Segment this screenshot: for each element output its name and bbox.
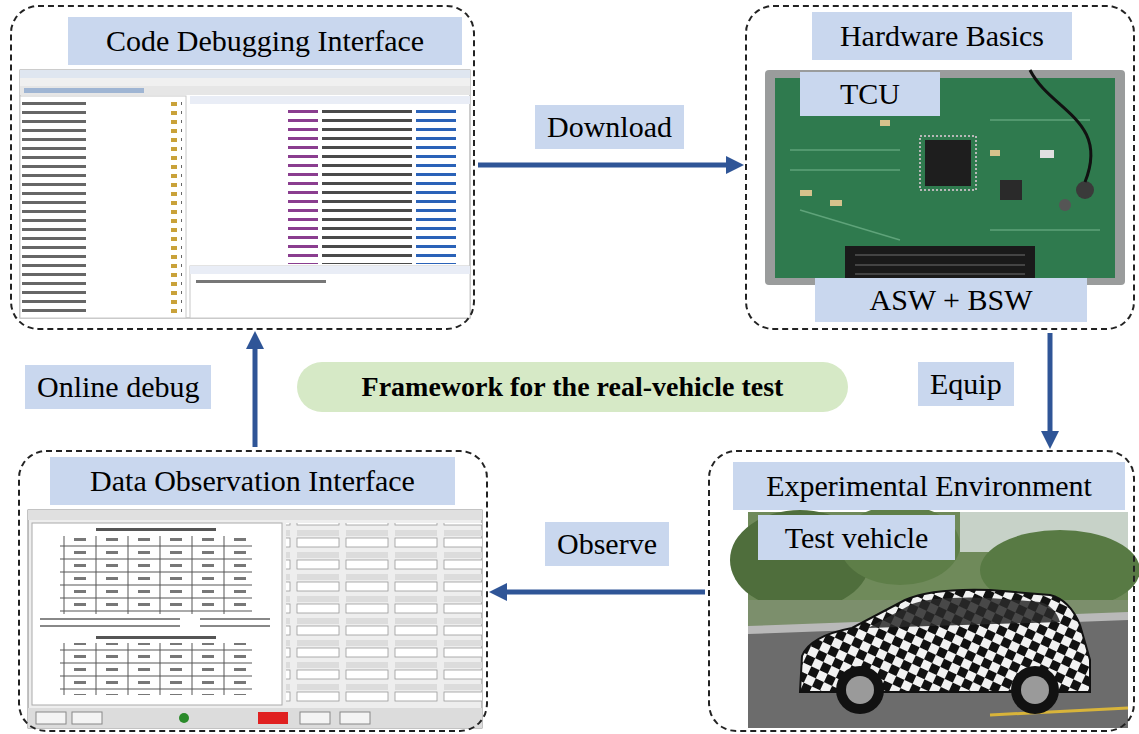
pcb-photo: [1030, 70, 1091, 182]
pcb-photo: [845, 246, 1035, 280]
ide-screenshot: [22, 100, 182, 314]
section-heading: Hardware Basics: [812, 12, 1072, 60]
stage-region: Code Debugging Interface: [10, 5, 475, 330]
flow-arrow: [503, 590, 705, 595]
monitor-screenshot: [60, 643, 252, 695]
pcb-photo: [800, 190, 812, 196]
label-text: Test vehicle: [785, 520, 929, 556]
stage-region: Data Observation Interface: [18, 450, 488, 732]
label-text: TCU: [840, 76, 900, 112]
ide-screenshot: [20, 78, 470, 86]
monitor-screenshot: [300, 712, 330, 724]
monitor-screenshot: [72, 712, 102, 724]
framework-title: Framework for the real-vehicle test: [362, 370, 784, 404]
ide-screenshot: [190, 96, 470, 104]
section-heading: Experimental Environment: [733, 462, 1125, 510]
vehicle-photo: [1021, 676, 1049, 704]
vehicle-photo: [730, 505, 1139, 728]
section-heading: Data Observation Interface: [50, 457, 455, 505]
ide-screenshot: [20, 70, 470, 78]
ide-screenshot: [24, 88, 144, 93]
title-pill: Framework for the real-vehicle test: [297, 362, 848, 412]
pcb-photo: [790, 120, 1100, 240]
pcb-photo: [830, 200, 842, 206]
pcb-photo: [920, 136, 976, 190]
monitor-screenshot: [32, 523, 282, 705]
arrow-label: Observe: [545, 522, 669, 566]
monitor-screenshot: [28, 708, 482, 728]
monitor-screenshot: [96, 528, 216, 531]
stage-region: Experimental EnvironmentTest vehicle: [708, 450, 1135, 732]
pcb-photo: [1040, 150, 1054, 158]
monitor-screenshot: [60, 536, 252, 614]
label-text: ASW + BSW: [869, 282, 1032, 318]
ide-screenshot: [20, 70, 470, 318]
flow-arrow: [1048, 333, 1053, 435]
flow-arrow: [478, 163, 730, 168]
ide-screenshot: [190, 266, 470, 274]
label-box: Test vehicle: [758, 515, 955, 560]
pcb-photo: [765, 70, 1125, 285]
monitor-screenshot: [96, 636, 216, 639]
pcb-photo: [1000, 180, 1022, 200]
pcb-photo: [925, 140, 971, 186]
pcb-photo: [765, 70, 1125, 285]
vehicle-photo: [846, 676, 874, 704]
monitor-screenshot: [258, 712, 288, 724]
ide-screenshot: [190, 104, 470, 264]
label-box: TCU: [800, 72, 940, 116]
vehicle-photo: [990, 708, 1128, 715]
pcb-photo: [1076, 181, 1094, 199]
monitor-screenshot: [40, 618, 270, 632]
pcb-photo: [1059, 199, 1071, 211]
section-heading: Code Debugging Interface: [68, 17, 462, 65]
label-box: ASW + BSW: [815, 278, 1087, 322]
stage-region: Hardware BasicsTCU ASW + BSW: [745, 5, 1135, 330]
arrow-label: Online debug: [25, 365, 211, 409]
monitor-screenshot: [340, 712, 370, 724]
monitor-screenshot: [28, 510, 482, 728]
monitor-screenshot: [28, 510, 482, 728]
monitor-screenshot: [286, 523, 482, 705]
monitor-screenshot: [179, 713, 189, 723]
arrow-label: Equip: [918, 362, 1014, 406]
monitor-screenshot: [28, 510, 482, 520]
arrow-label: Download: [535, 105, 684, 149]
pcb-photo: [990, 150, 1000, 156]
vehicle-photo: [1011, 666, 1059, 714]
vehicle-photo: [868, 598, 1060, 628]
vehicle-photo: [836, 666, 884, 714]
ide-screenshot: [20, 70, 470, 318]
ide-screenshot: [196, 280, 326, 283]
flow-arrow: [253, 345, 258, 447]
monitor-screenshot: [36, 712, 66, 724]
pcb-photo: [855, 255, 1025, 274]
pcb-photo: [880, 120, 890, 126]
ide-screenshot: [20, 96, 186, 318]
ide-screenshot: [190, 266, 470, 318]
ide-screenshot: [20, 86, 470, 95]
